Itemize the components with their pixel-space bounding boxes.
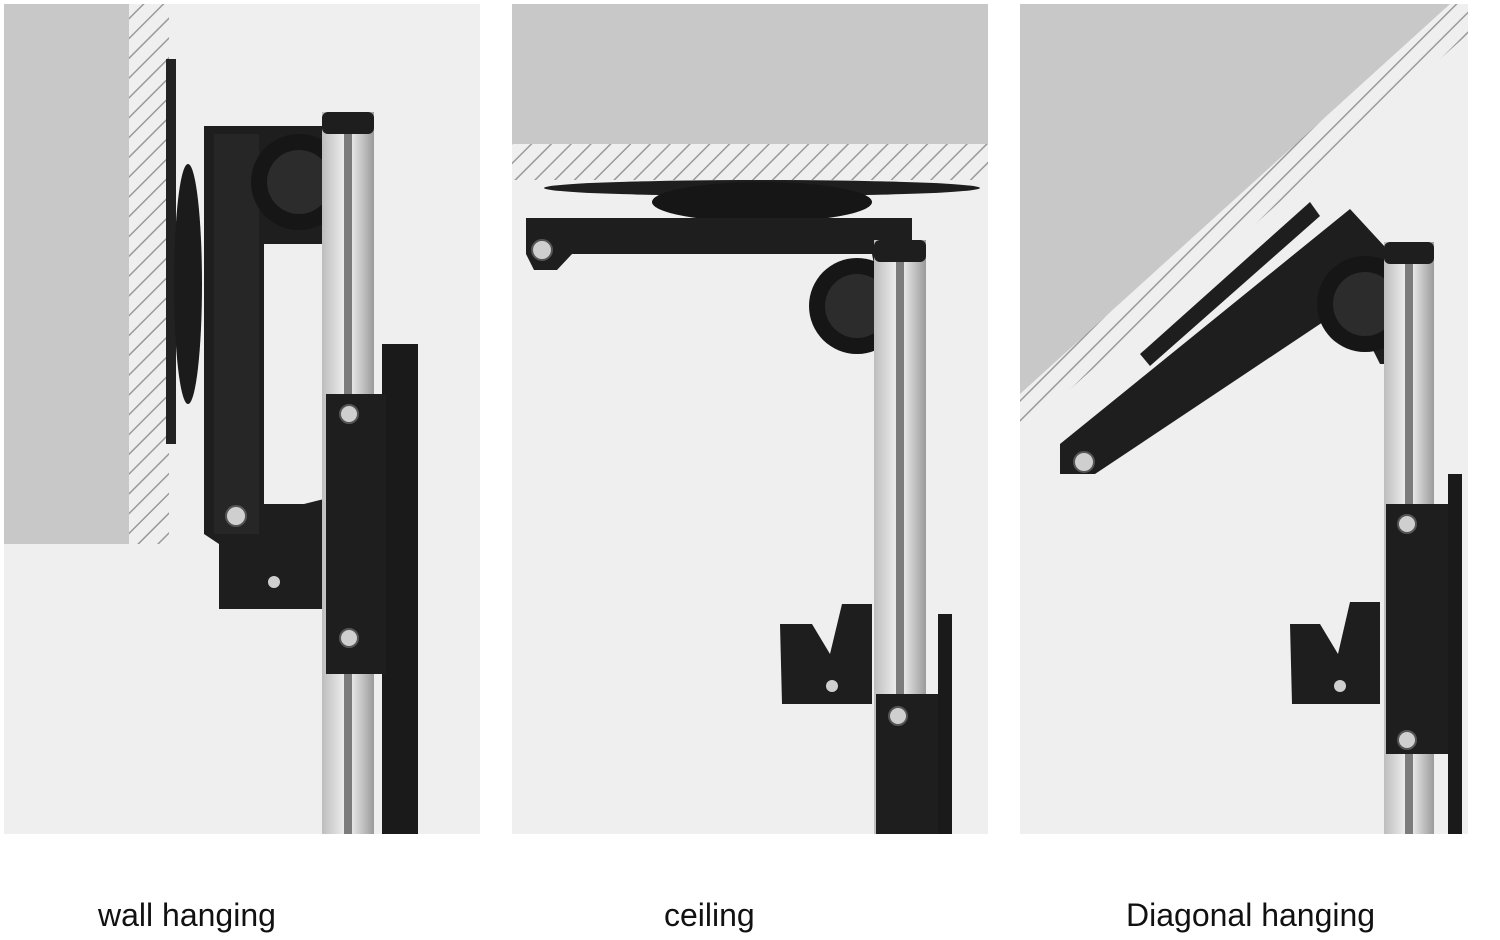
hook-bracket — [1290, 602, 1380, 704]
mount-arm — [1060, 209, 1415, 474]
mount-arm — [526, 218, 912, 304]
diagonal-mount-illustration — [1020, 4, 1468, 834]
ceiling-hatch — [512, 144, 988, 180]
wall-hatch — [129, 4, 169, 544]
caption-wall-hanging: wall hanging — [98, 897, 276, 933]
caption-ceiling: ceiling — [664, 897, 755, 933]
wall-mount-illustration — [4, 4, 418, 834]
wall-surface — [4, 4, 129, 544]
ceiling-surface — [512, 4, 988, 144]
caption-diagonal-hanging: Diagonal hanging — [1126, 897, 1376, 933]
ceiling-panel — [512, 4, 988, 834]
ceiling-mount-illustration — [512, 4, 988, 834]
hook-bracket — [780, 604, 872, 704]
wall-hanging-panel — [4, 4, 480, 834]
diagonal-hanging-panel — [1020, 4, 1468, 834]
sloped-wall-hatch — [1020, 4, 1468, 434]
